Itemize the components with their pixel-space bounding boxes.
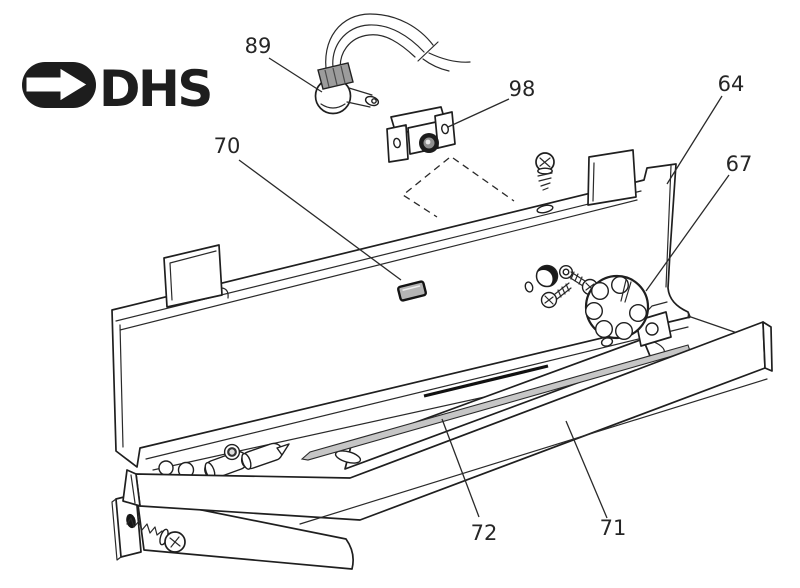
panel-face-fold-line — [119, 199, 638, 331]
part-labels: 89 98 70 64 67 72 71 — [214, 34, 753, 545]
back-panel — [111, 149, 691, 468]
knob-screw-left — [540, 282, 572, 309]
dhs-arrow-icon — [25, 67, 88, 102]
leader-64 — [666, 95, 723, 185]
panel-right-edge-inner — [665, 165, 672, 288]
panel-flange-hole — [536, 204, 554, 214]
part-label-98: 98 — [509, 77, 536, 101]
cable-plug-part — [314, 13, 471, 115]
plug-nozzle — [346, 87, 380, 108]
tray-grommet — [223, 443, 241, 461]
tray-under-lip — [299, 378, 768, 525]
wire-cut-mark — [417, 41, 439, 62]
leader-71 — [565, 420, 608, 519]
logo-brand-text: DHS — [99, 60, 211, 118]
tray-part — [122, 321, 773, 525]
part-label-72: 72 — [471, 521, 498, 545]
plug-crimp-band — [317, 62, 354, 90]
junction-shadow-line — [423, 364, 549, 398]
part-label-64: 64 — [718, 72, 745, 96]
part-label-71: 71 — [600, 516, 627, 540]
dhs-logo: DHS — [22, 60, 213, 118]
leader-98 — [447, 98, 510, 128]
wall-mount-foot — [111, 493, 354, 570]
flange-screw — [535, 152, 555, 191]
tray-interior — [145, 315, 762, 480]
roller-flag — [276, 443, 290, 456]
leader-70 — [238, 159, 402, 281]
tray-right-endcap — [762, 321, 773, 372]
back-panel-body — [111, 163, 691, 468]
panel-left-edge-inner — [119, 324, 124, 448]
leader-lines — [238, 57, 730, 519]
part-label-70: 70 — [214, 134, 241, 158]
foot-wedge — [136, 496, 354, 570]
knob-set-hole — [600, 337, 614, 347]
hinge-hole — [645, 322, 659, 336]
alignment-guides — [401, 157, 515, 218]
panel-left-tab — [163, 244, 229, 308]
part-label-67: 67 — [726, 152, 753, 176]
leader-89 — [268, 57, 323, 93]
knob-part — [584, 274, 650, 347]
rail-part — [300, 344, 691, 461]
mounting-holes — [524, 264, 574, 293]
panel-right-tab — [587, 149, 637, 206]
mount-screw — [126, 517, 186, 553]
leader-67 — [645, 174, 730, 292]
bracket-grommet — [419, 133, 439, 153]
terminal-bracket-part — [386, 106, 456, 163]
part-label-89: 89 — [245, 34, 272, 58]
tray-ball-1 — [158, 460, 174, 476]
knob-pointer — [620, 279, 632, 303]
tray-left-endcap — [122, 469, 141, 507]
leader-72 — [441, 418, 480, 518]
clip-part — [397, 280, 427, 302]
